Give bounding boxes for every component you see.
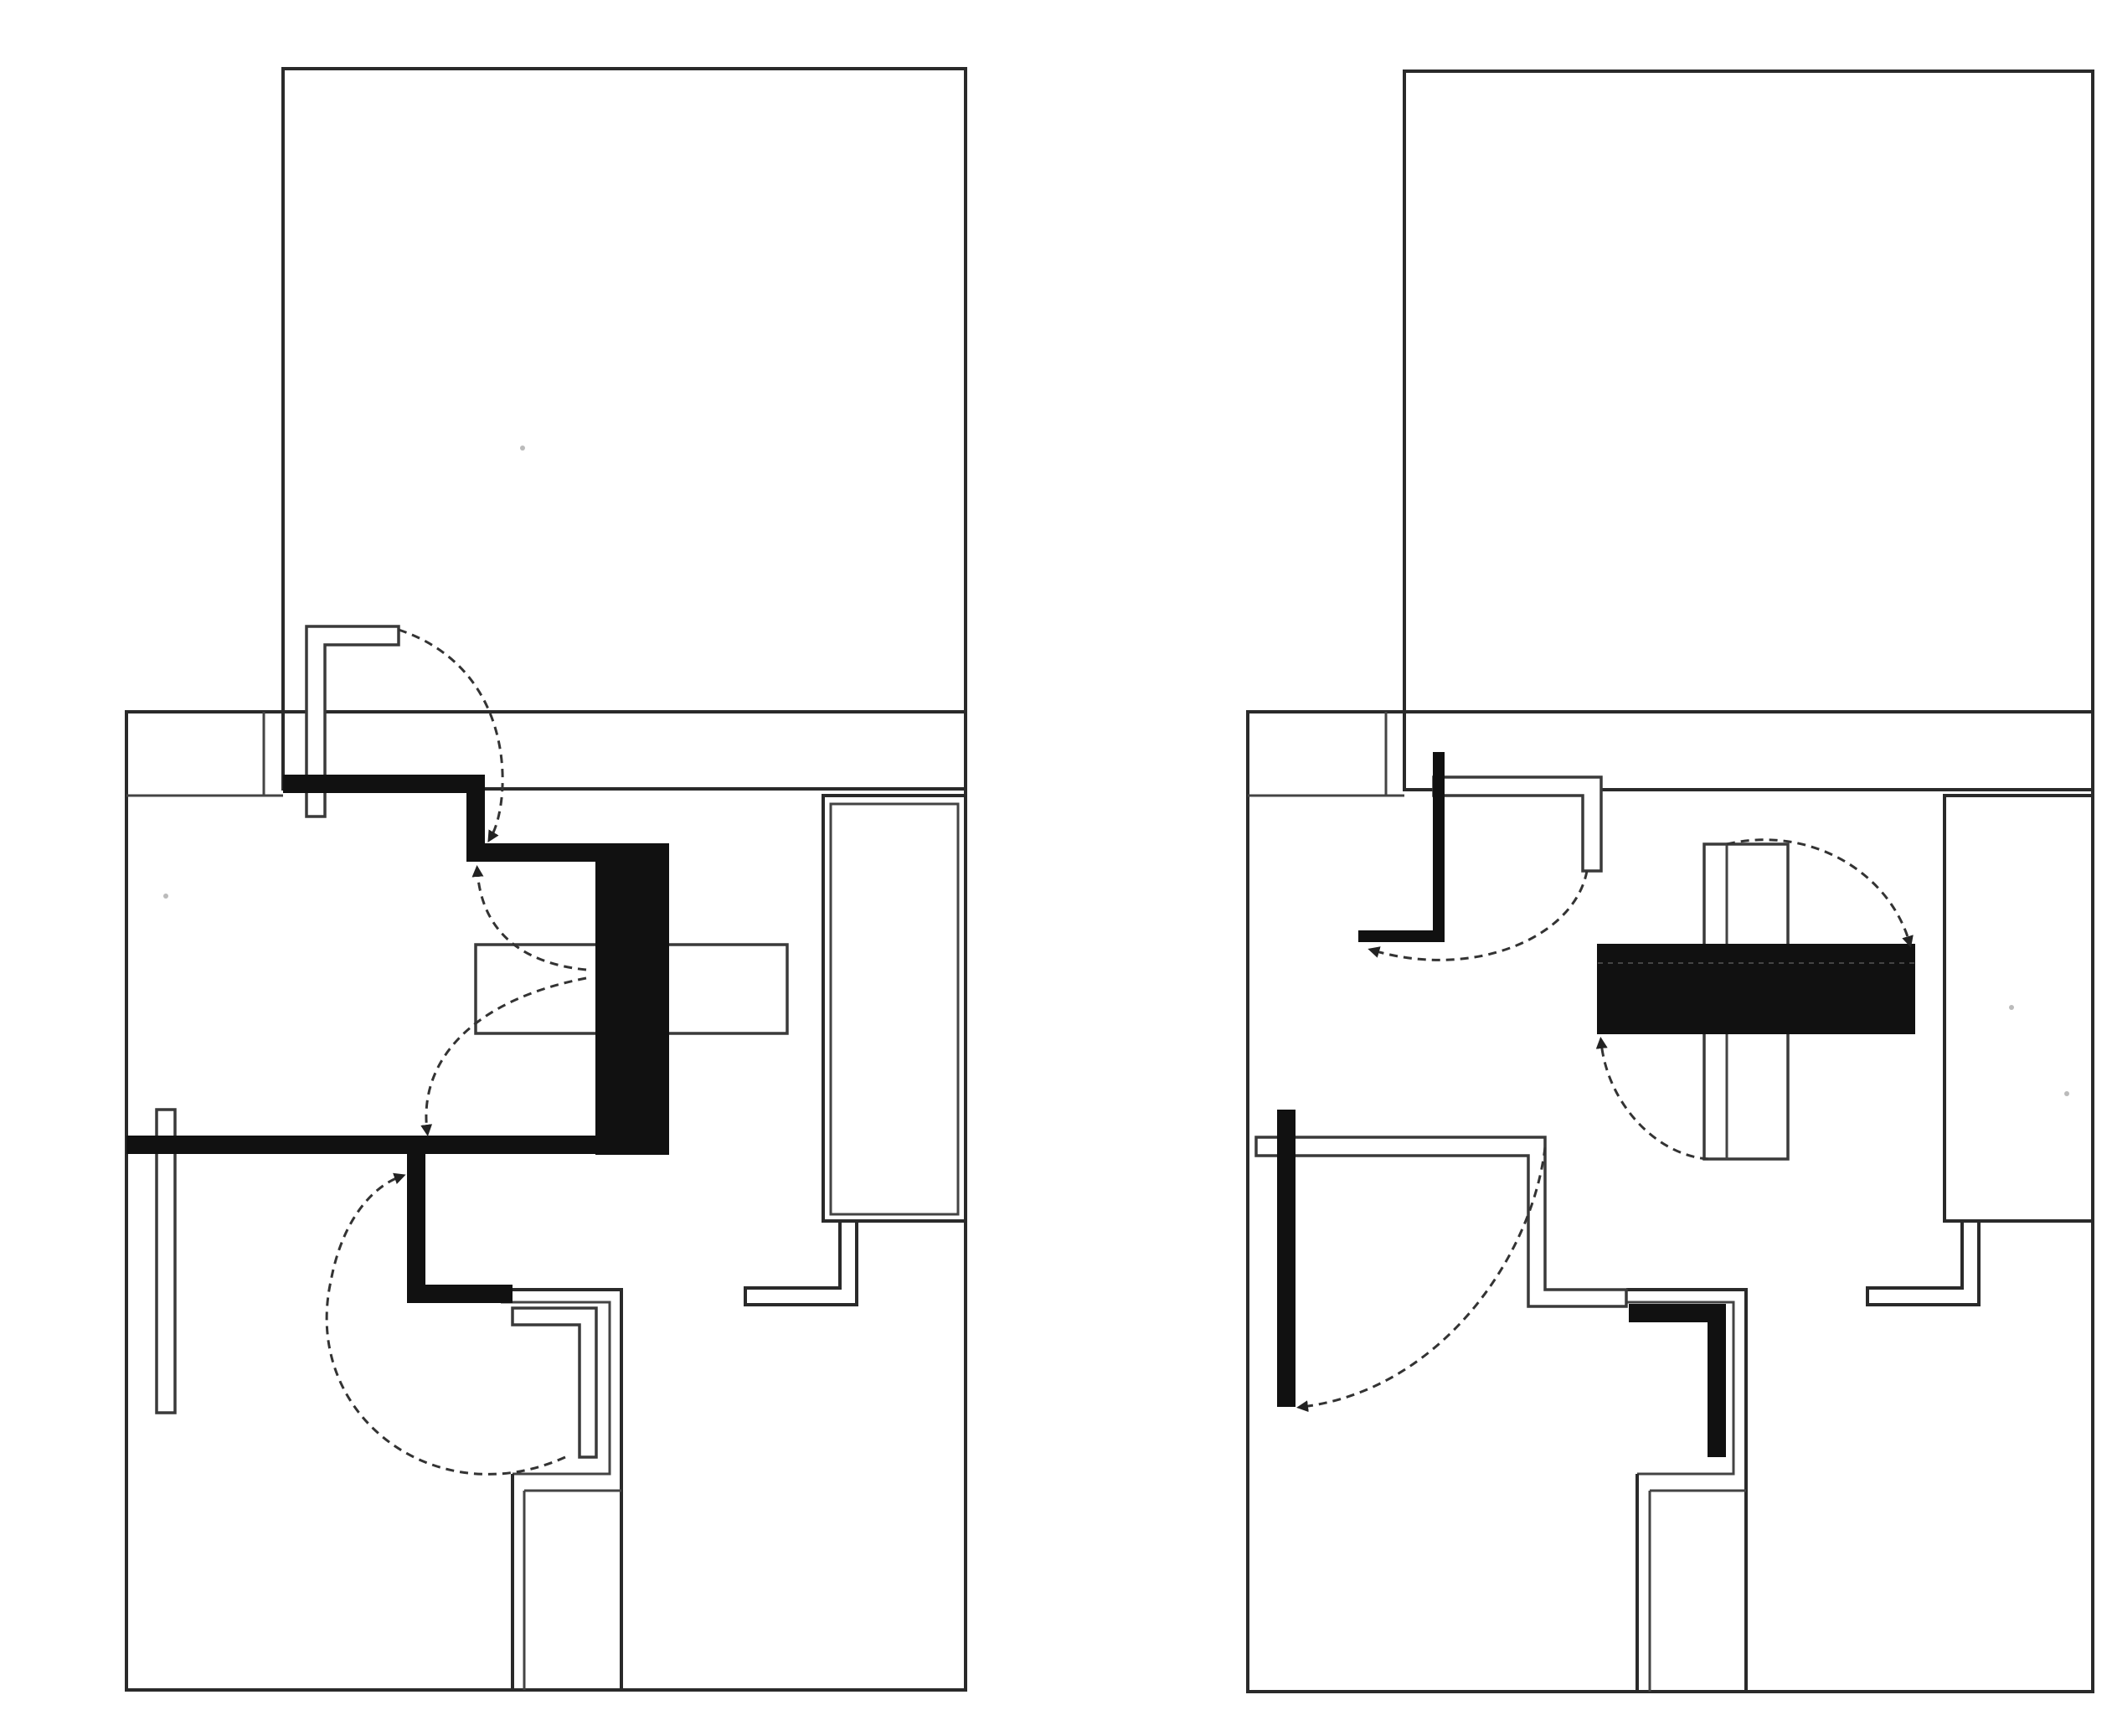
left-swing-arc-center-down <box>420 976 587 1136</box>
left-thick-panel <box>595 843 669 1155</box>
left-step-jamb <box>744 1221 858 1306</box>
left-side-cabinet <box>822 794 967 1223</box>
right-thick-horizontal-panel <box>1597 944 1915 1034</box>
right-cubicle-inner <box>1626 1301 1735 1476</box>
right-floor-plan <box>1246 70 2094 1693</box>
right-swing-arc-bottom <box>1296 1146 1547 1413</box>
right-light-panels <box>1254 775 1790 1308</box>
right-dark-panels <box>1277 752 1915 1457</box>
left-floor-plan <box>125 67 967 1692</box>
left-upper-stepped-panel <box>283 775 603 862</box>
right-swing-arc-center-down <box>1595 1037 1709 1161</box>
left-cubicle-wall <box>501 1288 623 1690</box>
left-cubicle-l-panel <box>511 1306 598 1459</box>
right-swing-arc-center-up <box>1726 838 1914 948</box>
right-outer-walls <box>1246 70 2094 1693</box>
right-swing-arc-top <box>1368 870 1589 961</box>
right-upper-room-outline <box>1403 70 2094 791</box>
left-outer-walls <box>125 67 967 1692</box>
right-swing-arcs <box>1296 838 1914 1413</box>
speck <box>2064 1091 2069 1096</box>
right-lower-l-panel <box>1254 1136 1628 1308</box>
scan-specks <box>163 446 2069 1096</box>
speck <box>163 894 168 899</box>
left-upper-room-outline <box>281 67 967 791</box>
left-vertical-panel <box>155 1108 177 1414</box>
right-side-cabinet <box>1943 794 2094 1223</box>
left-top-l-panel <box>305 625 400 818</box>
left-swing-arc-top <box>398 628 504 843</box>
right-step-jamb <box>1866 1221 1981 1306</box>
left-lower-stepped-panel <box>407 1145 513 1303</box>
right-top-l-dark-panel <box>1358 752 1445 942</box>
left-swing-arcs <box>325 628 587 1476</box>
speck <box>2009 1005 2014 1010</box>
left-light-panels <box>155 625 789 1459</box>
left-side-cabinet-inner <box>829 802 960 1216</box>
speck <box>520 446 525 451</box>
right-lower-room-outline <box>1246 710 2094 1693</box>
right-cubicle-wall <box>1626 1288 1748 1692</box>
left-dark-panels <box>126 775 669 1303</box>
right-cubicle-dark-panel <box>1629 1304 1726 1457</box>
right-top-l-panel <box>1432 775 1603 873</box>
left-cubicle-inner <box>501 1301 611 1476</box>
